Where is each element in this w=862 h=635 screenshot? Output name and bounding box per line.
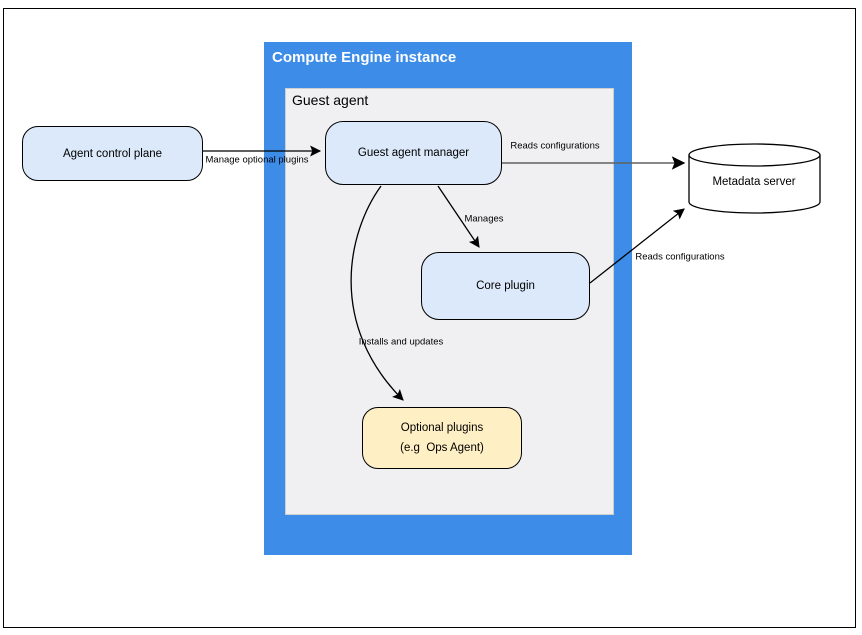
node-core-plugin: Core plugin: [421, 252, 590, 320]
node-agent-control-plane: Agent control plane: [22, 126, 203, 181]
compute-engine-instance-title: Compute Engine instance: [272, 49, 457, 66]
core-plugin-label: Core plugin: [476, 280, 535, 292]
optional-plugins-label-line1: Optional plugins: [400, 422, 484, 434]
agent-control-plane-label: Agent control plane: [62, 147, 163, 160]
edge-label-manage-optional-plugins: Manage optional plugins: [205, 154, 309, 166]
edge-label-manages: Manages: [464, 213, 504, 225]
edge-label-reads-configurations-manager: Reads configurations: [510, 140, 600, 152]
optional-plugins-label-line2: (e.g Ops Agent): [400, 442, 484, 454]
node-guest-agent-manager: Guest agent manager: [325, 121, 502, 185]
guest-agent-manager-label: Guest agent manager: [357, 147, 470, 159]
edge-label-reads-configurations-core: Reads configurations: [635, 251, 725, 263]
guest-agent-title: Guest agent: [292, 92, 369, 108]
node-optional-plugins: Optional plugins (e.g Ops Agent): [362, 407, 522, 469]
diagram-border: [3, 8, 856, 628]
metadata-server-label: Metadata server: [712, 176, 796, 188]
edge-label-installs-and-updates: Installs and updates: [358, 336, 444, 348]
